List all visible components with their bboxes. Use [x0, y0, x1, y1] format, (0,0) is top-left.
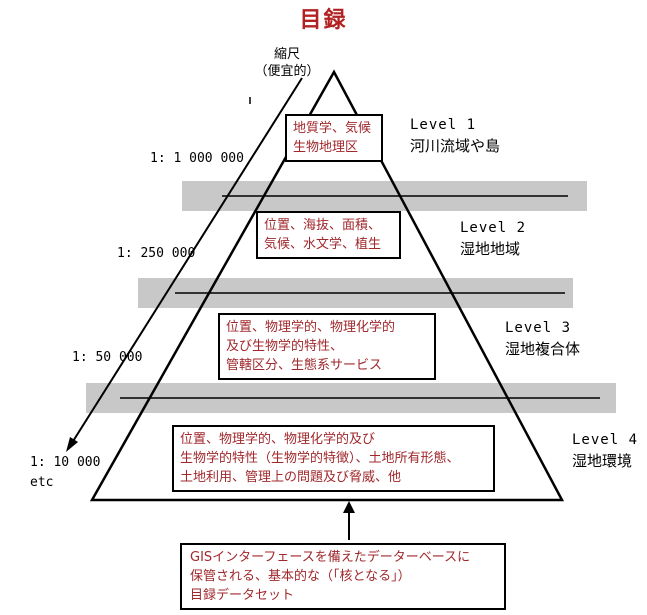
scale-header-line1: 縮尺 [273, 47, 300, 62]
level-4-box-line: 位置、物理学的、物理化学的及び [180, 432, 376, 447]
scale-label-2: 1: 250 000 [117, 246, 196, 261]
core-dataset-box: GISインターフェースを備えたデーターベースに 保管される、基本的な（「核となる… [180, 543, 506, 610]
core-dataset-line: GISインターフェースを備えたデーターベースに [190, 550, 471, 565]
level-3-box: 位置、物理学的、物理化学的 及び生物学的特性、 管轄区分、生態系サービス [218, 313, 436, 380]
level-1-subtitle: 河川流域や島 [410, 137, 501, 155]
level-1-box-line: 地質学、気候 [293, 121, 372, 136]
level-1-label: Level 1 河川流域や島 [410, 115, 500, 157]
level-3-box-line: 位置、物理学的、物理化学的 [226, 320, 396, 335]
scale-label-4: 1: 10 000 [30, 455, 101, 470]
scale-label-3: 1: 50 000 [72, 350, 143, 365]
level-4-subtitle: 湿地環境 [572, 452, 633, 470]
level-4-box: 位置、物理学的、物理化学的及び 生物学的特性（生物学的特徴）、土地所有形態、 土… [172, 425, 495, 492]
level-4-box-line: 生物学的特性（生物学的特徴）、土地所有形態、 [180, 451, 460, 466]
level-2-name: Level 2 [460, 220, 527, 236]
scale-label-1: 1: 1 000 000 [150, 151, 244, 166]
level-3-subtitle: 湿地複合体 [505, 340, 581, 358]
level-1-box: 地質学、気候 生物地理区 [285, 114, 383, 162]
level-3-label: Level 3 湿地複合体 [505, 318, 580, 360]
level-2-label: Level 2 湿地地域 [460, 218, 526, 260]
core-dataset-line: 保管される、基本的な（「核となる」） [190, 569, 411, 584]
scale-label-5: etc [30, 475, 54, 490]
level-3-box-line: 管轄区分、生態系サービス [226, 358, 383, 373]
core-dataset-line: 目録データセット [190, 588, 295, 603]
level-2-box-line: 位置、海抜、面積、 [264, 218, 382, 233]
level-4-name: Level 4 [572, 432, 639, 448]
level-4-label: Level 4 湿地環境 [572, 430, 638, 472]
level-2-subtitle: 湿地地域 [460, 240, 521, 258]
level-1-name: Level 1 [410, 117, 477, 133]
scale-header: 縮尺 （便宜的） [242, 46, 332, 80]
scale-axis-arrowhead [66, 437, 78, 452]
page-title: 目録 [299, 8, 348, 33]
level-2-box-line: 気候、水文学、植生 [264, 237, 382, 252]
level-3-box-line: 及び生物学的特性、 [226, 339, 344, 354]
core-arrow-head [343, 501, 355, 513]
level-1-box-line: 生物地理区 [293, 140, 359, 155]
pyramid-outline [89, 69, 565, 502]
level-3-name: Level 3 [505, 320, 572, 336]
scale-header-line2: （便宜的） [254, 64, 320, 79]
level-4-box-line: 土地利用、管理上の問題及び脅威、他 [180, 470, 402, 485]
level-2-box: 位置、海抜、面積、 気候、水文学、植生 [256, 211, 401, 259]
scale-axis [69, 77, 303, 447]
